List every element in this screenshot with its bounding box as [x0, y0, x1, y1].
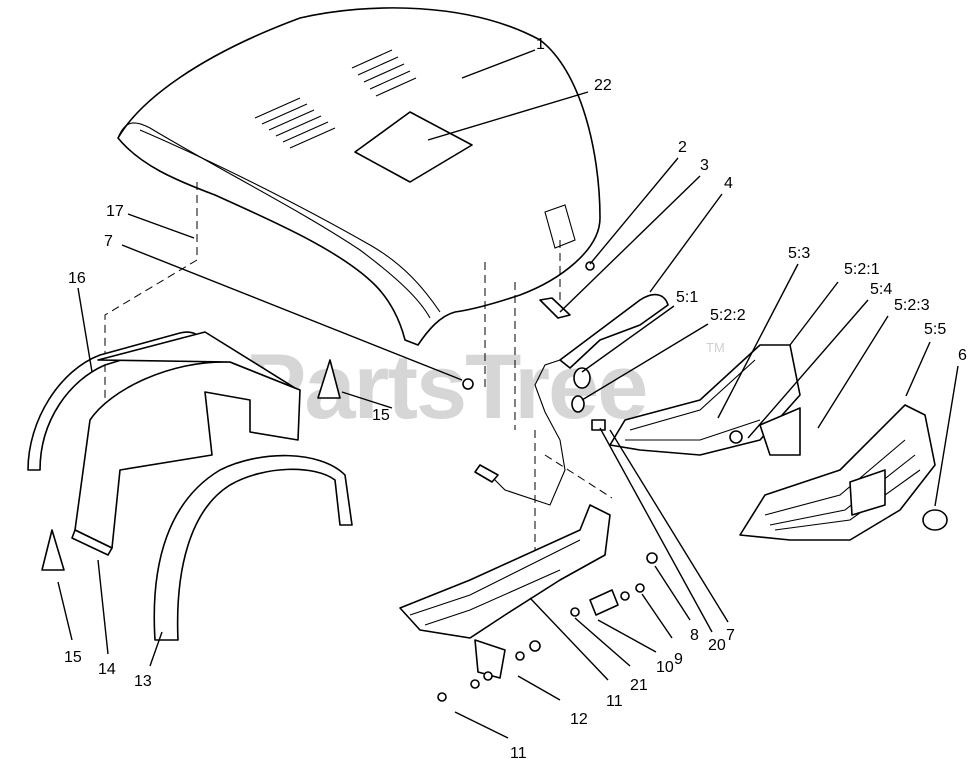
leader-9 [641, 593, 673, 639]
leader-4 [649, 193, 723, 293]
grille-part [739, 404, 936, 541]
leader-1 [461, 49, 536, 79]
decal-part [354, 111, 473, 183]
callout-11a: 11 [606, 693, 623, 710]
wedge-lower [41, 529, 65, 571]
support-frame [399, 504, 611, 679]
callout-9: 9 [674, 651, 683, 668]
callout-5-2-2: 5:2:2 [710, 307, 746, 324]
leader-3 [559, 175, 701, 313]
leader-5-2-3 [817, 315, 889, 429]
leader-8 [654, 565, 691, 621]
watermark-trademark: TM [706, 340, 725, 355]
callout-5-2-1: 5:2:1 [844, 261, 880, 278]
callout-10: 10 [656, 659, 674, 676]
callout-11b: 11 [510, 745, 527, 762]
callout-5-5: 5:5 [924, 321, 946, 338]
leader-13 [149, 631, 163, 667]
rear-fender-panel [71, 331, 301, 556]
knob-part [922, 509, 948, 531]
callout-1: 1 [536, 36, 545, 53]
leader-10 [597, 619, 657, 653]
callout-5-2-3: 5:2:3 [894, 297, 930, 314]
callout-14: 14 [98, 661, 116, 678]
headlight-lens [759, 407, 801, 456]
hood-vents-front [254, 97, 336, 149]
callout-13: 13 [134, 673, 152, 690]
callout-16: 16 [68, 270, 86, 287]
callout-15a: 15 [372, 407, 390, 424]
callout-5-3: 5:3 [788, 245, 810, 262]
hood-vents-rear [351, 49, 417, 97]
leader-15b [57, 581, 73, 641]
leader-15a [341, 391, 393, 409]
callout-4: 4 [724, 175, 733, 192]
leader-16 [77, 287, 93, 373]
leader-7b [609, 429, 729, 623]
leader-5-2-2 [581, 323, 709, 401]
leader-5-3 [717, 263, 799, 419]
callout-7a: 7 [104, 233, 113, 250]
leader-2 [589, 157, 679, 265]
callout-7b: 7 [726, 627, 735, 644]
headlight-housing [571, 344, 801, 456]
light-bracket [559, 293, 669, 369]
leader-5-2-1 [789, 281, 839, 346]
leader-12 [517, 675, 561, 701]
leader-5-1 [581, 305, 675, 373]
callout-17: 17 [106, 203, 124, 220]
leader-22 [427, 91, 589, 141]
leader-21 [574, 617, 631, 667]
hood-part [117, 7, 601, 346]
leader-11a [529, 597, 609, 681]
hardware-fasteners [437, 378, 658, 702]
callout-8: 8 [690, 627, 699, 644]
leader-11b [454, 711, 509, 739]
leader-17 [127, 213, 195, 239]
leader-7a [121, 244, 463, 381]
callout-20: 20 [708, 637, 726, 654]
callout-12: 12 [570, 711, 588, 728]
callout-21: 21 [630, 677, 648, 694]
callout-2: 2 [678, 139, 687, 156]
hood-hinge-bracket [539, 204, 595, 319]
leader-6 [934, 365, 959, 507]
callout-6: 6 [958, 347, 967, 364]
fender-part [153, 454, 353, 641]
callout-5-1: 5:1 [676, 289, 698, 306]
leader-5-4 [747, 299, 869, 439]
wedge-upper [317, 359, 341, 399]
leader-14 [97, 559, 109, 655]
callout-15b: 15 [64, 649, 82, 666]
wiring-harness [474, 359, 566, 506]
callout-22: 22 [594, 77, 612, 94]
callout-5-4: 5:4 [870, 281, 892, 298]
leader-5-5 [905, 341, 931, 397]
leader-20 [599, 427, 713, 633]
callout-3: 3 [700, 157, 709, 174]
